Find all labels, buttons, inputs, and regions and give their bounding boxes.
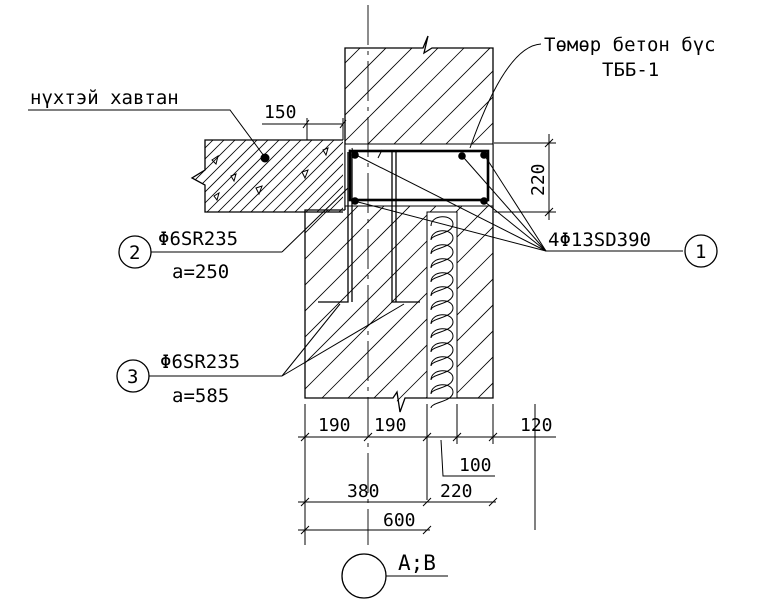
hatch-line: [330, 38, 493, 410]
beam-leader: [469, 43, 542, 149]
callout-1-bubble: [684, 234, 718, 268]
dim-190-right: 190: [374, 415, 407, 436]
hatch-line: [324, 140, 343, 212]
hatch-line: [356, 38, 493, 410]
hatch-line: [225, 140, 307, 212]
hatch-line: [214, 140, 296, 212]
hatch-line: [434, 38, 493, 410]
hatch-line: [305, 38, 457, 410]
insulation-loop: [430, 370, 454, 395]
dim-220-bottom: 220: [440, 481, 473, 502]
slab-core-dot: [260, 153, 270, 163]
concrete-beam: [344, 143, 494, 207]
dim-120: 120: [520, 415, 553, 436]
slab-aggregate-marks: [211, 147, 329, 202]
slab-leader: [28, 109, 265, 157]
beam-code-label: ТББ-1: [602, 59, 659, 81]
dim-600: 600: [383, 510, 416, 531]
hatch-line: [460, 38, 493, 410]
hatch-line: [192, 140, 208, 212]
anchor-bar-2: [318, 152, 349, 303]
hatch-line: [247, 140, 329, 212]
insulation-loop: [430, 272, 454, 297]
grid-axis-label: A;B: [398, 551, 436, 575]
hatch-line: [203, 140, 285, 212]
insulation-loop: [430, 384, 454, 409]
dim-220-vertical: 220: [528, 163, 549, 196]
dim-150: 150: [264, 102, 297, 123]
insulation-loop: [430, 356, 454, 381]
insulation-loop: [430, 328, 454, 353]
hatch-line: [192, 140, 219, 212]
hatch-line: [105, 135, 185, 215]
insulation-coil: [430, 216, 454, 409]
insulation-loop: [430, 244, 454, 269]
dim-100: 100: [459, 455, 492, 476]
rebar-dot: [351, 197, 359, 205]
hatch-line: [305, 38, 493, 410]
stirrup-3-spec: Φ6SR235: [160, 351, 240, 373]
callout-3: 3: [127, 366, 138, 388]
hatch-line: [192, 140, 230, 212]
insulation-loop: [430, 230, 454, 255]
hatch-line: [305, 38, 493, 410]
insulation-loop: [430, 216, 454, 241]
hatch-line: [236, 140, 318, 212]
rebar-main-label: 4Φ13SD390: [548, 229, 651, 251]
bottom-dimensions: 190 190 120 100 380 220 600: [298, 404, 556, 545]
anchor-bar-3: [391, 150, 420, 303]
slab-hatching: [105, 135, 343, 215]
hatch-line: [258, 140, 340, 212]
grid-bubble: [341, 553, 387, 599]
hatch-line: [305, 38, 493, 410]
slab-outline: [190, 139, 343, 213]
hatch-line: [192, 140, 241, 212]
hatch-line: [192, 140, 252, 212]
insulation-loop: [430, 342, 454, 367]
stirrup-3-spacing: a=585: [172, 385, 229, 407]
hatch-line: [305, 38, 493, 410]
hatch-line: [305, 38, 493, 410]
hatch-line: [305, 38, 493, 410]
hatch-line: [313, 140, 343, 212]
hatch-line: [280, 140, 343, 212]
hatch-line: [192, 140, 263, 212]
hatch-line: [305, 38, 431, 410]
hatch-line: [291, 140, 343, 212]
stirrup-2-spec: Φ6SR235: [158, 228, 238, 250]
hatch-line: [269, 140, 343, 212]
rebar-dot: [458, 152, 466, 160]
insulation-loop: [430, 300, 454, 325]
hatch-line: [302, 140, 343, 212]
hatch-line: [192, 140, 197, 212]
hatch-line: [486, 38, 493, 410]
stirrup-2-spacing: a=250: [172, 261, 229, 283]
insulation-loop: [430, 258, 454, 283]
dim-190-left: 190: [318, 415, 351, 436]
hatch-line: [408, 38, 493, 410]
callout-2: 2: [129, 242, 140, 264]
slab-label: нүхтэй хавтан: [30, 87, 179, 109]
insulation-loop: [430, 286, 454, 311]
hatch-line: [305, 38, 483, 410]
hatch-line: [305, 38, 493, 410]
callout-1: 1: [695, 241, 706, 263]
beam-stirrup: [348, 149, 490, 202]
beam-name-label: Төмөр бетон бүс: [544, 34, 716, 56]
insulation-loop: [430, 314, 454, 339]
wall-outline: [304, 35, 494, 413]
dim-380: 380: [347, 481, 380, 502]
